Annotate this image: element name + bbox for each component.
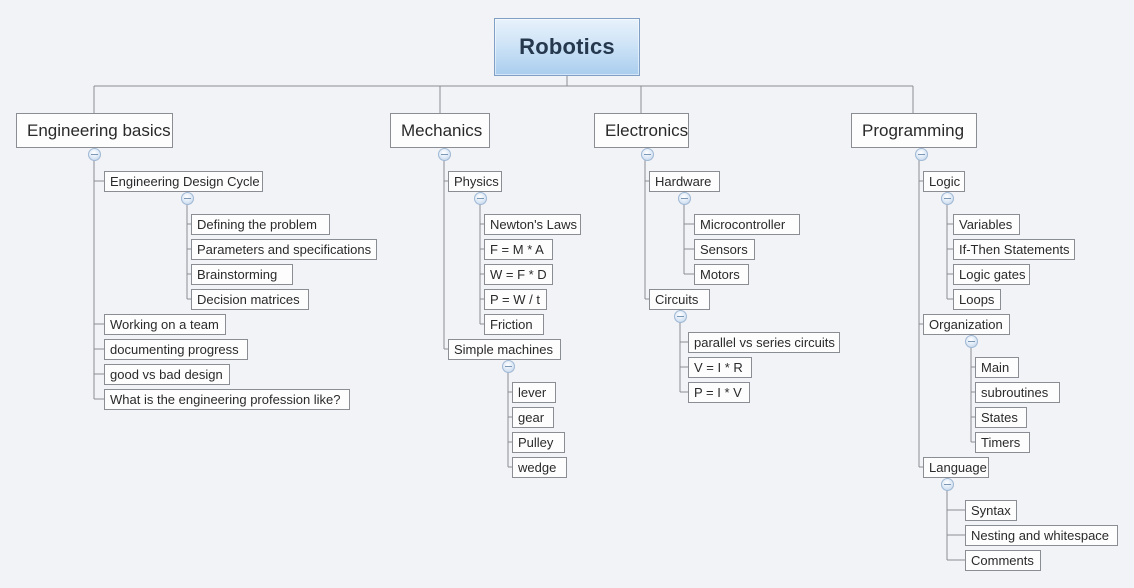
node-electronics[interactable]: Electronics — [594, 113, 689, 148]
node-mechanics[interactable]: Mechanics — [390, 113, 490, 148]
node-engineering-basics[interactable]: Engineering basics — [16, 113, 173, 148]
collapse-minus-icon[interactable] — [915, 148, 928, 161]
node-logic-gates[interactable]: Logic gates — [953, 264, 1030, 285]
node-syntax[interactable]: Syntax — [965, 500, 1017, 521]
node-formula-w-equals-f-times-d[interactable]: W = F * D — [484, 264, 553, 285]
node-circuits[interactable]: Circuits — [649, 289, 710, 310]
collapse-minus-icon[interactable] — [181, 192, 194, 205]
node-wedge[interactable]: wedge — [512, 457, 567, 478]
node-organization[interactable]: Organization — [923, 314, 1010, 335]
node-pulley[interactable]: Pulley — [512, 432, 565, 453]
node-comments[interactable]: Comments — [965, 550, 1041, 571]
node-variables[interactable]: Variables — [953, 214, 1020, 235]
node-timers[interactable]: Timers — [975, 432, 1030, 453]
node-simple-machines[interactable]: Simple machines — [448, 339, 561, 360]
collapse-minus-icon[interactable] — [965, 335, 978, 348]
node-sensors[interactable]: Sensors — [694, 239, 755, 260]
node-defining-the-problem[interactable]: Defining the problem — [191, 214, 330, 235]
node-formula-f-equals-m-times-a[interactable]: F = M * A — [484, 239, 553, 260]
collapse-minus-icon[interactable] — [641, 148, 654, 161]
node-subroutines[interactable]: subroutines — [975, 382, 1060, 403]
node-motors[interactable]: Motors — [694, 264, 749, 285]
node-formula-p-equals-i-times-v[interactable]: P = I * V — [688, 382, 750, 403]
node-physics[interactable]: Physics — [448, 171, 502, 192]
node-parameters-and-specifications[interactable]: Parameters and specifications — [191, 239, 377, 260]
node-loops[interactable]: Loops — [953, 289, 1001, 310]
node-documenting-progress[interactable]: documenting progress — [104, 339, 248, 360]
node-working-on-a-team[interactable]: Working on a team — [104, 314, 226, 335]
node-formula-p-equals-w-over-t[interactable]: P = W / t — [484, 289, 547, 310]
node-decision-matrices[interactable]: Decision matrices — [191, 289, 309, 310]
node-language[interactable]: Language — [923, 457, 989, 478]
node-good-vs-bad-design[interactable]: good vs bad design — [104, 364, 230, 385]
node-main[interactable]: Main — [975, 357, 1019, 378]
collapse-minus-icon[interactable] — [474, 192, 487, 205]
node-parallel-vs-series-circuits[interactable]: parallel vs series circuits — [688, 332, 840, 353]
node-brainstorming[interactable]: Brainstorming — [191, 264, 293, 285]
node-engineering-profession[interactable]: What is the engineering profession like? — [104, 389, 350, 410]
node-engineering-design-cycle[interactable]: Engineering Design Cycle — [104, 171, 263, 192]
collapse-minus-icon[interactable] — [438, 148, 451, 161]
node-programming[interactable]: Programming — [851, 113, 977, 148]
collapse-minus-icon[interactable] — [941, 192, 954, 205]
node-gear[interactable]: gear — [512, 407, 554, 428]
collapse-minus-icon[interactable] — [678, 192, 691, 205]
collapse-minus-icon[interactable] — [88, 148, 101, 161]
mindmap-root-node[interactable]: Robotics — [494, 18, 640, 76]
node-hardware[interactable]: Hardware — [649, 171, 720, 192]
node-formula-v-equals-i-times-r[interactable]: V = I * R — [688, 357, 752, 378]
node-newtons-laws[interactable]: Newton's Laws — [484, 214, 581, 235]
collapse-minus-icon[interactable] — [941, 478, 954, 491]
node-logic[interactable]: Logic — [923, 171, 965, 192]
node-lever[interactable]: lever — [512, 382, 556, 403]
node-states[interactable]: States — [975, 407, 1027, 428]
node-nesting-and-whitespace[interactable]: Nesting and whitespace — [965, 525, 1118, 546]
node-if-then-statements[interactable]: If-Then Statements — [953, 239, 1075, 260]
node-friction[interactable]: Friction — [484, 314, 544, 335]
collapse-minus-icon[interactable] — [674, 310, 687, 323]
node-microcontroller[interactable]: Microcontroller — [694, 214, 800, 235]
collapse-minus-icon[interactable] — [502, 360, 515, 373]
